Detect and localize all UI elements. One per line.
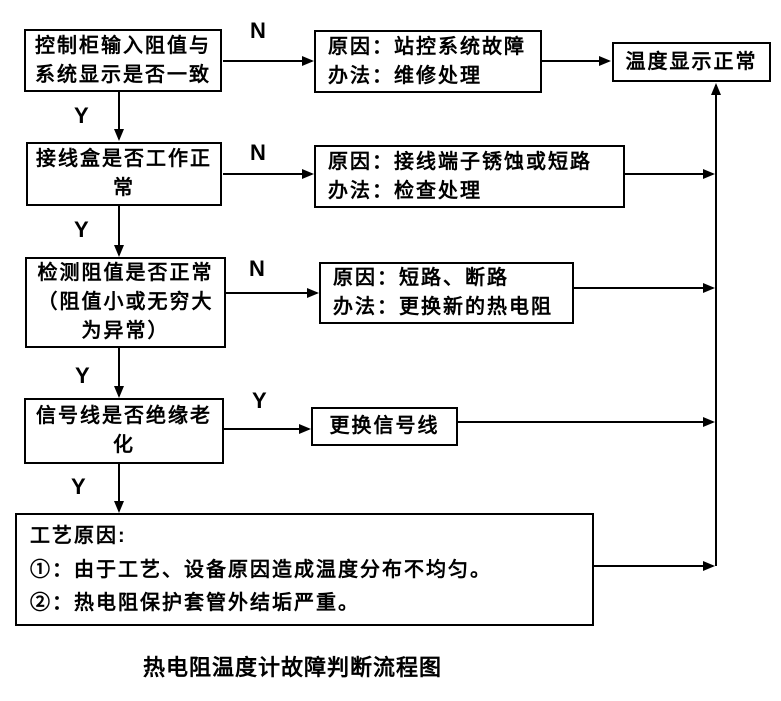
node-text-line: 检测阻值是否正常 — [37, 262, 214, 284]
edge-label-yes-4: Y — [252, 388, 267, 413]
node-text-line: 更换信号线 — [329, 415, 440, 437]
node-text-line: 信号线是否绝缘老 — [36, 405, 212, 427]
node-text-line: 原因：接线端子锈蚀或短路 — [328, 150, 592, 173]
node-text-line: 原因：短路、断路 — [333, 267, 509, 289]
node-text-line: 办法：更换新的热电阻 — [333, 296, 553, 318]
edge-label-yes-3: Y — [75, 363, 90, 388]
node-temperature-display-normal: 温度显示正常 — [612, 42, 771, 82]
node-text-line: （阻值小或无穷大 — [37, 291, 214, 313]
node-cause-terminal-corrosion: 原因：接线端子锈蚀或短路 办法：检查处理 — [314, 145, 625, 208]
node-replace-signal-wire: 更换信号线 — [311, 407, 458, 446]
node-text-line: ①：由于工艺、设备原因造成温度分布不均匀。 — [30, 558, 492, 581]
edge-label-no-2: N — [250, 140, 266, 165]
node-text-line: 办法：维修处理 — [328, 64, 482, 87]
node-check-junction-box: 接线盒是否工作正 常 — [26, 142, 222, 206]
node-text-line: 控制柜输入阻值与 — [35, 34, 211, 57]
node-check-cabinet-resistance: 控制柜输入阻值与 系统显示是否一致 — [24, 29, 222, 92]
node-check-resistance-value: 检测阻值是否正常 （阻值小或无穷大 为异常） — [25, 257, 226, 348]
node-text-line: 系统显示是否一致 — [35, 63, 211, 86]
node-text-line: 工艺原因: — [30, 525, 127, 548]
edge-label-yes-2: Y — [74, 217, 89, 242]
node-text-line: 化 — [113, 434, 135, 456]
diagram-caption: 热电阻温度计故障判断流程图 — [143, 655, 443, 680]
node-text-line: 常 — [113, 177, 135, 199]
node-text-line: 原因：站控系统故障 — [328, 35, 526, 58]
node-text-line: 接线盒是否工作正 — [36, 148, 212, 170]
edge-label-yes-1: Y — [74, 103, 89, 128]
node-cause-station-control: 原因：站控系统故障 办法：维修处理 — [314, 30, 542, 93]
node-cause-short-open-circuit: 原因：短路、断路 办法：更换新的热电阻 — [319, 262, 574, 324]
node-text-line: 为异常） — [81, 320, 170, 342]
edge-label-no-3: N — [249, 256, 265, 281]
node-check-signal-wire-insulation: 信号线是否绝缘老 化 — [24, 398, 224, 464]
edge-label-no-1: N — [250, 18, 266, 43]
node-text-line: 办法：检查处理 — [328, 179, 482, 202]
edge-label-yes-5: Y — [71, 474, 86, 499]
node-process-causes: 工艺原因: ①：由于工艺、设备原因造成温度分布不均匀。 ②：热电阻保护套管外结垢… — [15, 513, 594, 626]
node-text-line: 温度显示正常 — [625, 50, 758, 73]
node-text-line: ②：热电阻保护套管外结垢严重。 — [30, 591, 360, 614]
